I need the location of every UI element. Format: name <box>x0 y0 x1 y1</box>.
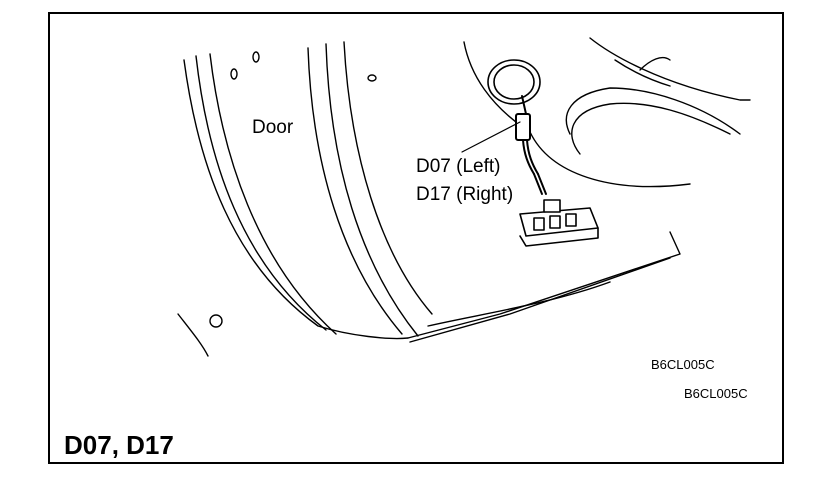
figure-title: D07, D17 <box>64 430 174 460</box>
mirror-body <box>487 59 541 105</box>
fastener-holes <box>209 51 377 328</box>
figure-code-secondary: B6CL005C <box>684 386 748 401</box>
door-wiring-drawing <box>177 37 751 357</box>
door-label: Door <box>252 117 294 138</box>
wiring-harness <box>515 95 547 195</box>
door-panel-outline <box>177 41 681 357</box>
connector-left-label: D07 (Left) <box>416 156 501 177</box>
connector-leader-line <box>461 121 521 153</box>
diagram-frame: Door D07 (Left) D17 (Right) B6CL005C B6C… <box>48 12 784 464</box>
connector-right-label: D17 (Right) <box>416 184 514 205</box>
figure-code-primary: B6CL005C <box>651 357 715 372</box>
door-connector <box>519 199 599 247</box>
